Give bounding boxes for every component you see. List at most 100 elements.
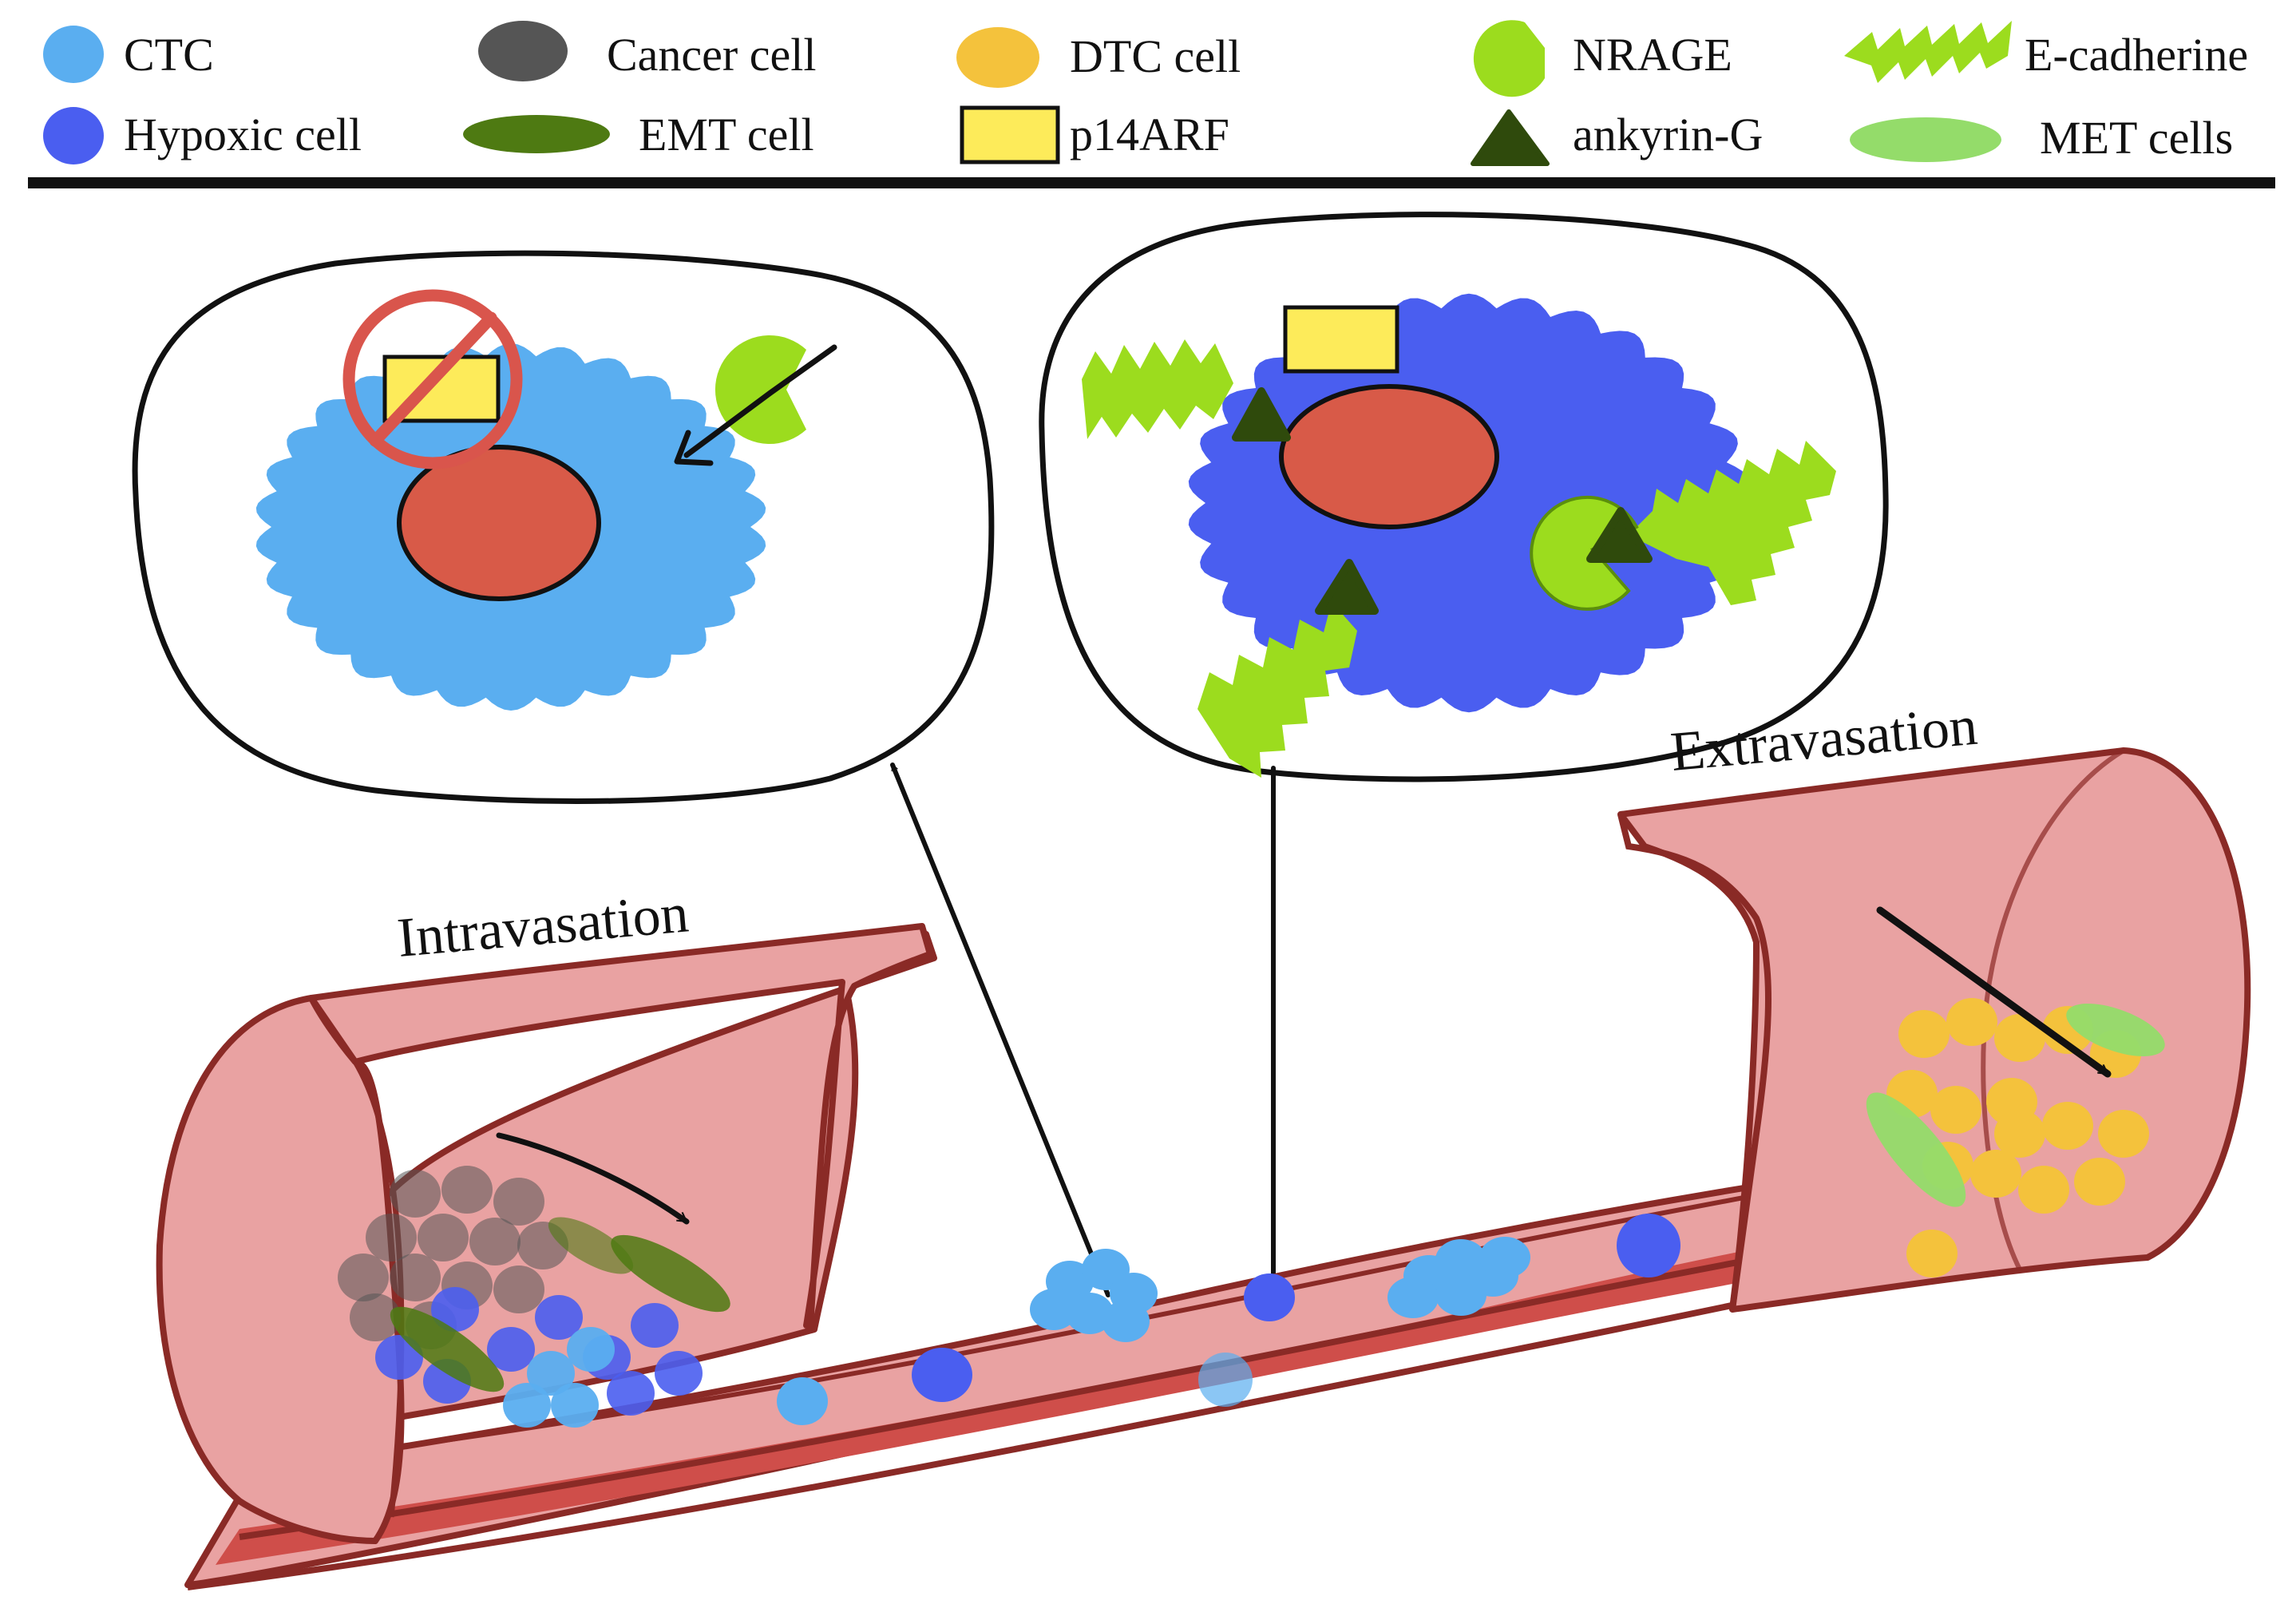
hypoxic-cell [1244, 1273, 1295, 1321]
met-cell [1866, 1092, 1966, 1207]
nrage-swatch-icon [1473, 20, 1545, 97]
e-cadherine-upper-left [1082, 339, 1233, 439]
nrage-to-nucleus-arrow [683, 344, 837, 458]
dtc-cell [2098, 1110, 2149, 1158]
legend-label-met-cells: MET cells [2040, 112, 2233, 164]
cancer-cell [338, 1254, 389, 1301]
inhibition-icon [342, 289, 523, 469]
cancer-cell [350, 1293, 401, 1341]
ctc-cell [503, 1383, 551, 1428]
cancer-cell-swatch-icon [478, 21, 568, 81]
legend-item-cancer-cell: Cancer cell [478, 21, 816, 81]
cancer-cell [390, 1254, 441, 1301]
cancer-cell [418, 1214, 469, 1262]
dtc-cell [1970, 1150, 2021, 1198]
e-cadherine-right [1629, 441, 1836, 605]
ctc-cluster-cell [1435, 1274, 1486, 1316]
legend-item-hypoxic-cell: Hypoxic cell [43, 107, 362, 164]
inset-frame-left [132, 250, 995, 804]
ctc-cluster-cell [1030, 1289, 1078, 1330]
legend-label-cancer-cell: Cancer cell [607, 29, 816, 81]
cancer-cell [366, 1214, 417, 1262]
legend-label-ankyrin-g: ankyrin-G [1573, 109, 1763, 160]
ctc-cell [567, 1327, 615, 1372]
dtc-cell [2074, 1158, 2125, 1206]
ankyrin-g-upper [1232, 387, 1291, 442]
legend-label-p14arf: p14ARF [1070, 109, 1229, 160]
intravasation-rim [156, 995, 405, 1544]
extravasation-flow-arrow [1876, 906, 2112, 1078]
cancer-cell [441, 1166, 493, 1214]
ctc-cluster-cell [1387, 1277, 1439, 1318]
e-cadherine-swatch-icon [1844, 21, 2012, 83]
cancer-cell [390, 1170, 441, 1218]
emt-cell [390, 1306, 505, 1392]
hypoxic-cell-inset [1039, 212, 1889, 782]
hypoxic-cell [1617, 1214, 1680, 1277]
dtc-cell [1946, 998, 1997, 1046]
legend-item-p14arf: p14ARF [960, 105, 1229, 164]
cells-layer [338, 998, 2165, 1428]
extravasation-lip [1617, 814, 1771, 1310]
nrage-protein [715, 335, 806, 444]
intravasation-lip [308, 923, 933, 1329]
ctc-swatch-icon [43, 26, 104, 83]
legend-item-e-cadherine: E-cadherine [1844, 21, 2248, 83]
p14arf-protein [1283, 305, 1399, 374]
legend: CTC Cancer cell DTC cell NRAGE E-cadheri… [43, 20, 2248, 166]
nrage-arrowhead [674, 430, 714, 466]
legend-label-ctc: CTC [124, 29, 214, 81]
legend-label-nrage: NRAGE [1573, 29, 1732, 81]
legend-label-emt-cell: EMT cell [639, 109, 814, 160]
ctc-cell [527, 1351, 575, 1396]
emt-cell [548, 1217, 634, 1274]
dtc-cell [1906, 1230, 1958, 1277]
legend-item-met-cells: MET cells [1850, 112, 2233, 164]
extravasation-label: Extravasation [1669, 695, 1980, 783]
legend-divider [28, 177, 2275, 188]
legend-item-emt-cell: EMT cell [463, 109, 814, 160]
ctc-cluster-cell [1066, 1293, 1114, 1334]
ankyrin-g-lower [1315, 559, 1379, 615]
legend-item-ctc: CTC [43, 26, 214, 83]
emt-cell-swatch-icon [463, 115, 610, 153]
dtc-cell-swatch-icon [956, 27, 1039, 88]
intravasation-flow-arrow [496, 1132, 690, 1225]
ctc-cell-inset [132, 250, 995, 804]
hypoxic-cell [487, 1327, 535, 1372]
ctc-cluster-cell [1102, 1301, 1150, 1342]
p14arf-swatch-icon [960, 105, 1060, 164]
legend-label-dtc-cell: DTC cell [1070, 30, 1241, 82]
hypoxic-cell [535, 1295, 583, 1340]
dtc-cell [2042, 1102, 2093, 1150]
hypoxic-cell [912, 1348, 972, 1402]
cancer-cell [469, 1218, 521, 1265]
legend-item-ankyrin-g: ankyrin-G [1471, 109, 1763, 166]
ctc-cell [777, 1377, 828, 1425]
dtc-cell [2018, 1166, 2069, 1214]
met-cell [2066, 1003, 2165, 1057]
nucleus [397, 445, 601, 601]
ctc-cell [1198, 1353, 1253, 1407]
inset-frame-right [1039, 212, 1889, 782]
dtc-cell [1994, 1110, 2045, 1158]
e-cadherine-lower-left [1197, 602, 1357, 778]
cancer-cell [493, 1178, 544, 1226]
nucleus [1279, 384, 1499, 529]
arrow-to-ctc-inset [890, 762, 1110, 1297]
cancer-cell [493, 1265, 544, 1313]
legend-label-e-cadherine: E-cadherine [2025, 29, 2248, 81]
dtc-cell [1930, 1086, 1981, 1134]
legend-item-nrage: NRAGE [1473, 20, 1732, 97]
legend-label-hypoxic-cell: Hypoxic cell [124, 109, 362, 160]
met-cells-swatch-icon [1850, 117, 2001, 162]
ankyrin-g-swatch-icon [1471, 109, 1550, 166]
emt-cell [611, 1234, 730, 1313]
legend-item-dtc-cell: DTC cell [956, 27, 1241, 88]
hypoxic-cell [631, 1303, 679, 1348]
hypoxic-cell [607, 1371, 655, 1416]
ctc-cell [551, 1383, 599, 1428]
hypoxic-cell [655, 1351, 703, 1396]
dtc-cell [1898, 1010, 1950, 1058]
